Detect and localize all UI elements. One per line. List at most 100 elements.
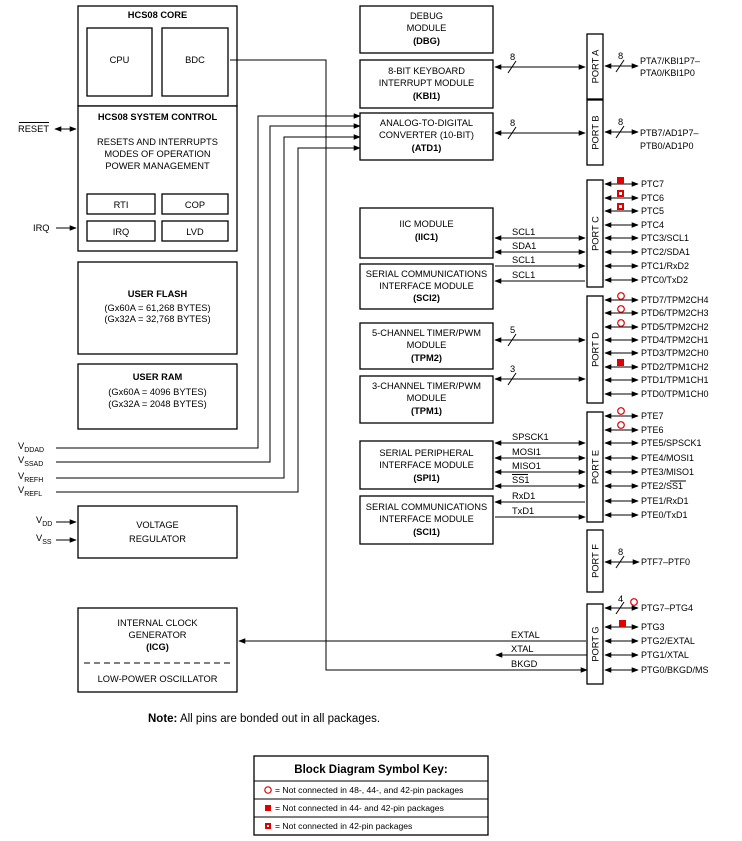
key-hollow-square-inner <box>267 825 269 827</box>
vrefl-wire <box>56 145 361 493</box>
port-e-label: PORT E <box>591 450 601 484</box>
ptb-bus-width: 8 <box>618 117 623 127</box>
ptg2-label: PTG2/EXTAL <box>641 636 695 646</box>
kbi-bus-width: 8 <box>510 52 515 62</box>
sci1-abbr: (SCI1) <box>413 527 440 537</box>
dbg-abbr: (DBG) <box>413 36 440 46</box>
extal-label: EXTAL <box>511 630 540 640</box>
sysctl-line2: MODES OF OPERATION <box>104 149 210 159</box>
txd1-label: TxD1 <box>512 506 534 516</box>
vreg-line2: REGULATOR <box>129 534 186 544</box>
key-title: Block Diagram Symbol Key: <box>294 764 447 776</box>
irq-block-label: IRQ <box>113 227 130 237</box>
symbol-key: Block Diagram Symbol Key: = Not connecte… <box>253 755 489 836</box>
port-e: PORT E <box>586 411 604 523</box>
icg-block: INTERNAL CLOCK GENERATOR (ICG) LOW-POWER… <box>77 607 238 693</box>
iic-line1: IIC MODULE <box>399 219 453 229</box>
irq-block <box>86 220 156 242</box>
sysctl-line3: POWER MANAGEMENT <box>105 161 210 171</box>
ptd-pins: PTD7/TPM2CH4 PTD6/TPM2CH3 PTD5/TPM2CH2 P… <box>604 292 709 399</box>
tpm1-bus-slash <box>507 372 517 386</box>
lvd-label: LVD <box>186 227 204 237</box>
ptc0-label: PTC0/TxD2 <box>641 275 688 285</box>
ptd2-marker <box>617 359 624 366</box>
atd-bus-slash <box>507 126 517 140</box>
spi-module: SERIAL PERIPHERAL INTERFACE MODULE (SPI1… <box>359 440 494 490</box>
key-filled-square <box>265 805 271 811</box>
tpm2-module: 5-CHANNEL TIMER/PWM MODULE (TPM2) <box>359 322 494 370</box>
flash-line1: (Gx60A = 61,268 BYTES) <box>104 303 210 313</box>
pta-bus-slash <box>615 59 625 73</box>
vssad-label: V <box>18 455 25 465</box>
vrefl-label: V <box>18 485 25 495</box>
tpm2-abbr: (TPM2) <box>411 353 442 363</box>
tpm2-line1: 5-CHANNEL TIMER/PWM <box>372 328 481 338</box>
tpm1-line1: 3-CHANNEL TIMER/PWM <box>372 381 481 391</box>
vddad-wire <box>56 113 361 449</box>
irq-pin-label: IRQ <box>33 223 50 233</box>
atd-line1: ANALOG-TO-DIGITAL <box>380 118 473 128</box>
icg-abbr: (ICG) <box>146 642 169 652</box>
analog-supply-labels: VDDAD VSSAD VREFH VREFL <box>18 441 44 498</box>
ptc1-label: PTC1/RxD2 <box>641 261 689 271</box>
atd-line2: CONVERTER (10-BIT) <box>379 130 474 140</box>
icg-line1: INTERNAL CLOCK <box>117 618 198 628</box>
ptg3-marker <box>619 620 626 627</box>
mosi1-label: MOSI1 <box>512 447 541 457</box>
ptd0-label: PTD0/TPM1CH0 <box>641 389 709 399</box>
icg-line2: GENERATOR <box>128 630 186 640</box>
vrefh-wire <box>56 134 361 479</box>
core-title: HCS08 CORE <box>128 10 187 20</box>
ptb-label-2: PTB0/AD1P0 <box>640 141 694 151</box>
pte1-label: PTE1/RxD1 <box>641 496 689 506</box>
atd-module: ANALOG-TO-DIGITAL CONVERTER (10-BIT) (AT… <box>359 112 494 161</box>
ptd4-label: PTD4/TPM2CH1 <box>641 335 709 345</box>
dbg-module: DEBUG MODULE (DBG) <box>359 5 494 54</box>
pte7-label: PTE7 <box>641 411 664 421</box>
spsck1-label: SPSCK1 <box>512 432 549 442</box>
flash-title: USER FLASH <box>128 289 188 299</box>
key-open-circle <box>264 786 272 794</box>
ram-title: USER RAM <box>133 372 183 382</box>
atd-abbr: (ATD1) <box>412 143 442 153</box>
sci2-line1: SERIAL COMMUNICATIONS <box>366 269 487 279</box>
ptg3-label: PTG3 <box>641 622 665 632</box>
vrefh-sub: REFH <box>24 477 43 484</box>
sci2-abbr: (SCI2) <box>413 293 440 303</box>
scl1-label-a: SCL1 <box>512 227 535 237</box>
svg-text:VREFL: VREFL <box>18 485 42 498</box>
note-text: All pins are bonded out in all packages. <box>177 713 380 725</box>
voltage-regulator-block: VOLTAGE REGULATOR <box>77 505 238 559</box>
pta-label-1: PTA7/KBI1P7– <box>640 56 700 66</box>
tpm1-abbr: (TPM1) <box>411 406 442 416</box>
port-d: PORT D <box>586 295 604 404</box>
pte6-label: PTE6 <box>641 425 664 435</box>
ptc5-label: PTC5 <box>641 206 664 216</box>
tpm2-bus-width: 5 <box>510 325 515 335</box>
flash-line2: (Gx32A = 32,768 BYTES) <box>104 314 210 324</box>
tpm1-module: 3-CHANNEL TIMER/PWM MODULE (TPM1) <box>359 375 494 424</box>
user-flash-block: USER FLASH (Gx60A = 61,268 BYTES) (Gx32A… <box>77 261 238 355</box>
vrefl-sub: REFL <box>24 491 42 498</box>
ptg1-label: PTG1/XTAL <box>641 650 689 660</box>
cop-label: COP <box>185 200 205 210</box>
key-item3: = Not connected in 42-pin packages <box>275 821 412 831</box>
port-f-label: PORT F <box>591 544 601 578</box>
pte2-label: PTE2/SS1 <box>641 481 683 491</box>
ptb-bus-slash <box>615 125 625 139</box>
port-b: PORT B <box>586 99 604 166</box>
ss1-label: SS1 <box>512 475 530 485</box>
sci1-module: SERIAL COMMUNICATIONS INTERFACE MODULE (… <box>359 495 494 545</box>
svg-text:VSSAD: VSSAD <box>18 455 43 468</box>
ptb-label-1: PTB7/AD1P7– <box>640 128 699 138</box>
ptg0-label: PTG0/BKGD/MS <box>641 665 709 675</box>
port-a: PORT A <box>586 33 604 100</box>
ptg74-bus-slash <box>615 601 625 615</box>
iic-abbr: (IIC1) <box>415 232 438 242</box>
ptc6-label: PTC6 <box>641 193 664 203</box>
vssad-wire <box>56 123 361 463</box>
icg-line3: LOW-POWER OSCILLATOR <box>98 674 218 684</box>
tpm1-line2: MODULE <box>407 393 447 403</box>
spi-abbr: (SPI1) <box>413 473 439 483</box>
ptg-bus-width: 4 <box>618 594 623 604</box>
